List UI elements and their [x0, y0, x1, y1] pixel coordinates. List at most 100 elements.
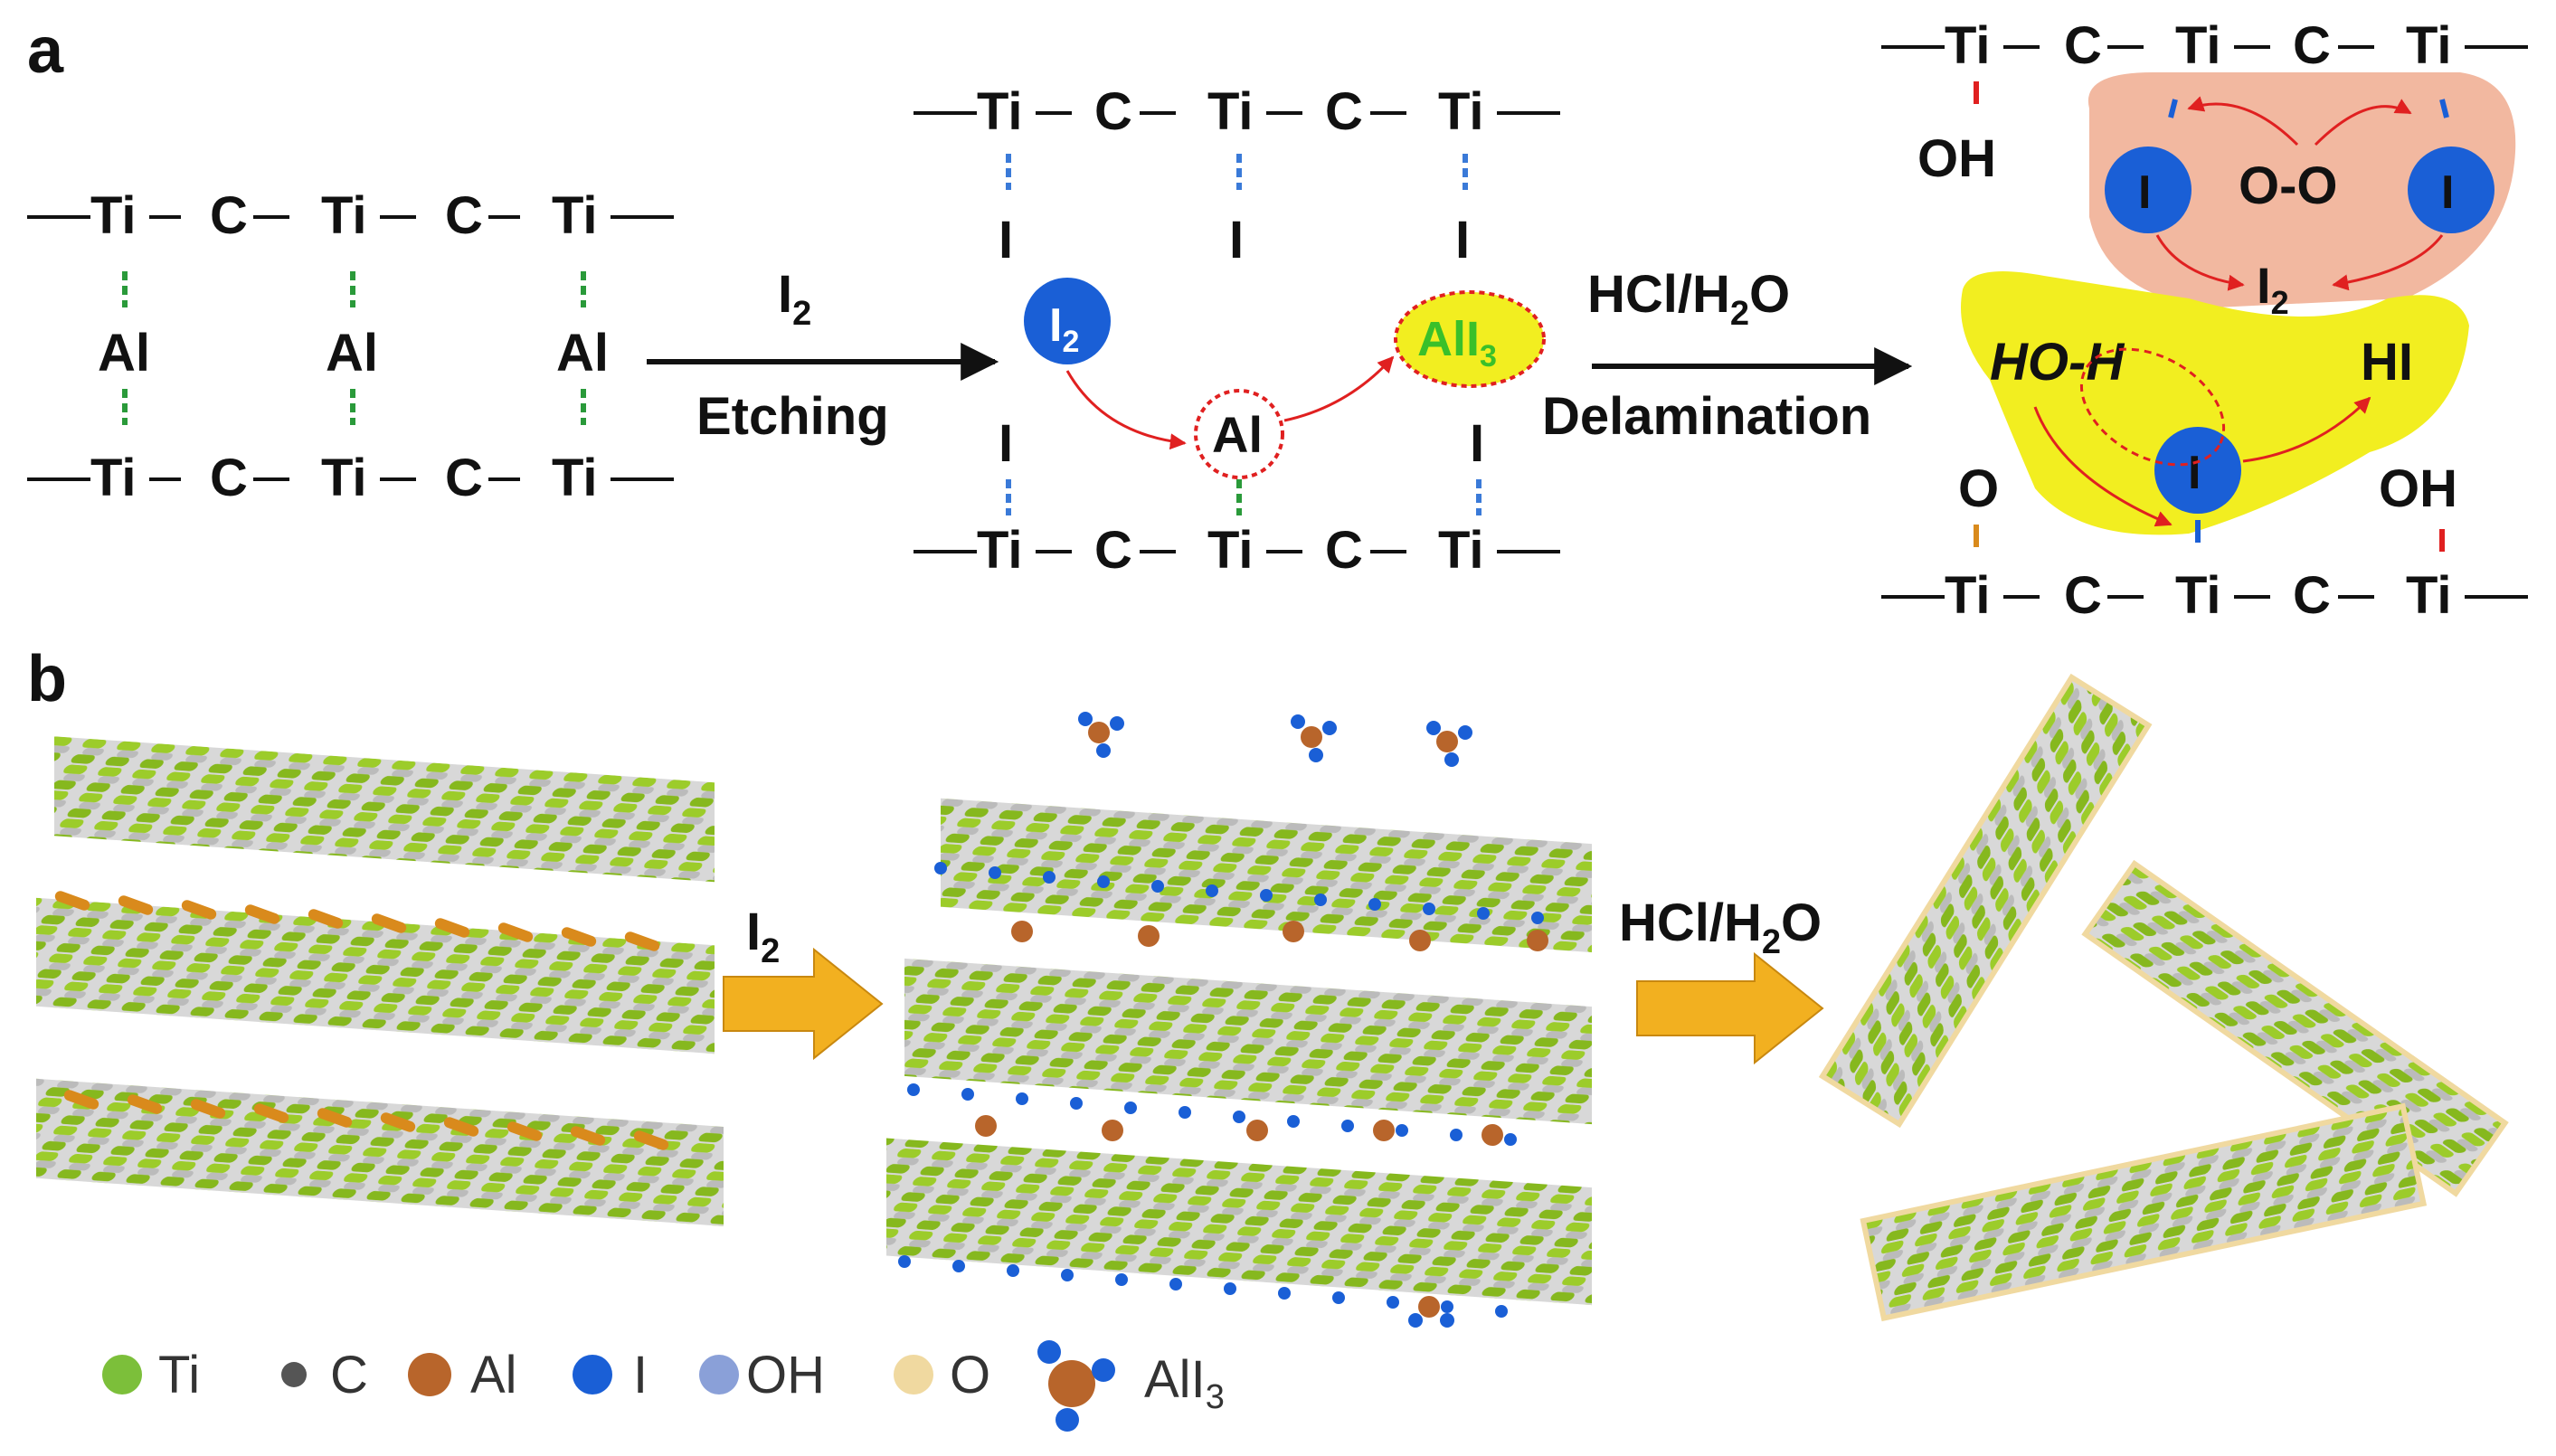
- arrow2-label-sub: 2: [1730, 295, 1749, 333]
- c-label: C: [1094, 521, 1132, 580]
- svg-text:HCl/H2O: HCl/H2O: [1587, 265, 1790, 333]
- al-label: Al: [98, 324, 150, 383]
- legend-label-sub: 3: [1206, 1378, 1225, 1416]
- c-label: C: [210, 186, 248, 245]
- legend-item-al: Al: [408, 1346, 517, 1404]
- ali3-label-sub: 3: [1480, 339, 1497, 373]
- panel-b-letter: b: [27, 643, 67, 715]
- delaminated-mxene: Ti C Ti C Ti OH I I O-O I2 HO-H HI I: [1881, 16, 2528, 625]
- iodine-atom: [2105, 147, 2192, 233]
- ti-label: Ti: [1207, 82, 1254, 141]
- legend-label: O: [950, 1346, 990, 1404]
- iodine-dots: [898, 862, 1544, 1318]
- legend-label: Al: [470, 1346, 517, 1404]
- i2-process-arrow: I2: [723, 903, 884, 1061]
- legend-swatch: [573, 1355, 612, 1395]
- al-atom-dashed: [1194, 389, 1284, 479]
- max-phase-structure: Ti C Ti C Ti Al Al Al Ti C Ti C Ti: [27, 186, 674, 507]
- ti-label: Ti: [2406, 16, 2452, 75]
- legend-swatch: [102, 1355, 142, 1395]
- ti-label: Ti: [1945, 566, 1991, 625]
- c-label: C: [2064, 566, 2102, 625]
- svg-text:AlI3: AlI3: [1417, 312, 1497, 373]
- oh-label: OH: [1917, 129, 1996, 188]
- b-arrow2-main: HCl/H: [1619, 893, 1762, 952]
- legend-item-i: I: [573, 1346, 648, 1404]
- i-label: I: [1229, 211, 1244, 269]
- i2-label-main: I: [1049, 299, 1062, 352]
- panel-a-letter: a: [27, 14, 64, 87]
- legend-item-ali3: AlI3: [1037, 1340, 1225, 1432]
- hoh-label: HO-H: [1990, 333, 2125, 392]
- iodine-atom-label: I: [2441, 166, 2454, 219]
- delamination-arrow: HCl/H2O Delamination: [1542, 265, 1913, 446]
- etching-intermediate: Ti C Ti C Ti I I I I2 Al AlI3 I I: [914, 82, 1560, 580]
- delaminated-flakes: [1818, 673, 2509, 1322]
- i2-product-main: I: [2257, 257, 2271, 314]
- arrow1-label-main: I: [778, 265, 792, 324]
- al-interlayer: [54, 891, 669, 1150]
- oxidation-region: [2087, 72, 2516, 307]
- oo-label: O-O: [2239, 156, 2338, 215]
- i-label: I: [1470, 414, 1484, 473]
- c-label: C: [445, 449, 483, 507]
- iodine-atom-label: I: [2138, 166, 2151, 219]
- b-arrow2-sub: 2: [1762, 923, 1781, 961]
- ti-label: Ti: [1207, 521, 1254, 580]
- c-label: C: [445, 186, 483, 245]
- ti-label: Ti: [552, 449, 598, 507]
- i-label: I: [999, 211, 1013, 269]
- i2-label-sub: 2: [1062, 325, 1079, 359]
- legend-item-oh: OH: [699, 1346, 825, 1404]
- arrow2-label-main: HCl/H: [1587, 265, 1730, 324]
- svg-text:I2: I2: [746, 903, 780, 970]
- o-label: O: [1958, 459, 1999, 518]
- ti-label: Ti: [321, 449, 367, 507]
- arrow2-label-end: O: [1749, 265, 1790, 324]
- arrow1-label-sub: 2: [792, 295, 811, 333]
- legend-swatch: [699, 1355, 739, 1395]
- c-label: C: [1325, 521, 1363, 580]
- ali3-label-main: AlI: [1417, 312, 1480, 366]
- legend-swatch: [894, 1355, 933, 1395]
- iodine-atom: [2408, 147, 2494, 233]
- etching-label: Etching: [696, 387, 889, 446]
- b-arrow1-sub: 2: [761, 932, 780, 970]
- ti-label: Ti: [977, 82, 1023, 141]
- ti-label: Ti: [321, 186, 367, 245]
- ti-label: Ti: [552, 186, 598, 245]
- legend-label: C: [330, 1346, 368, 1404]
- ti-label: Ti: [977, 521, 1023, 580]
- c-label: C: [2064, 16, 2102, 75]
- ti-label: Ti: [1438, 82, 1484, 141]
- al-label: Al: [326, 324, 378, 383]
- ali3-product: [1394, 290, 1546, 388]
- c-label: C: [210, 449, 248, 507]
- hi-label: HI: [2361, 333, 2413, 392]
- i2-molecule: [1024, 278, 1111, 364]
- legend-swatch: [1048, 1360, 1095, 1407]
- i2-product-sub: 2: [2271, 284, 2289, 321]
- legend: Ti C Al I OH O AlI3: [102, 1340, 1225, 1432]
- etched-layers: [886, 712, 1592, 1328]
- svg-text:HCl/H2O: HCl/H2O: [1619, 893, 1822, 961]
- ti-label: Ti: [1945, 16, 1991, 75]
- legend-swatch: [408, 1353, 451, 1396]
- legend-swatch: [281, 1362, 307, 1387]
- iodine-atom: [2154, 427, 2241, 514]
- b-arrow1-main: I: [746, 903, 761, 961]
- hcl-process-arrow: HCl/H2O: [1619, 893, 1824, 1065]
- ti-label: Ti: [90, 449, 137, 507]
- ti-label: Ti: [1438, 521, 1484, 580]
- c-label: C: [1094, 82, 1132, 141]
- al-label-red: Al: [1212, 406, 1263, 463]
- legend-label: AlI: [1144, 1350, 1206, 1409]
- svg-text:I2: I2: [2257, 257, 2289, 321]
- i-label: I: [1455, 211, 1470, 269]
- ti-label: Ti: [2175, 16, 2221, 75]
- i-label: I: [999, 414, 1013, 473]
- ti-label: Ti: [2406, 566, 2452, 625]
- legend-item-c: C: [281, 1346, 368, 1404]
- ti-label: Ti: [2175, 566, 2221, 625]
